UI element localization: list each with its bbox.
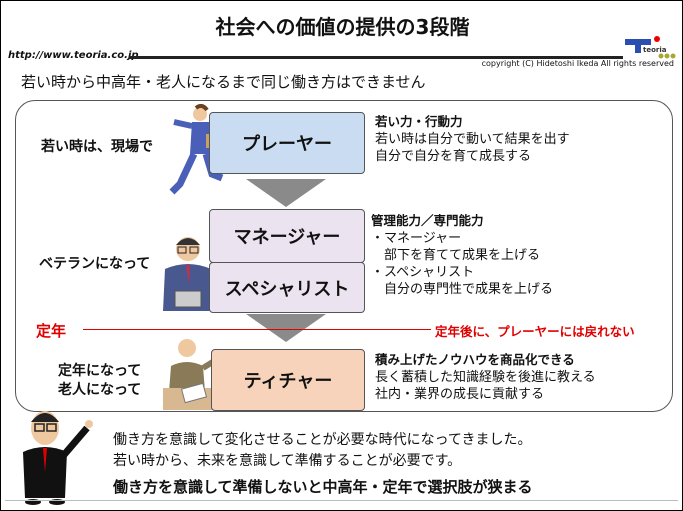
role-teacher-box: ティチャー xyxy=(211,349,365,411)
stage-retired-description: 積み上げたノウハウを商品化できる 長く蓄積した知識経験を後進に教える 社内・業界… xyxy=(375,351,596,403)
stages-frame xyxy=(15,100,673,412)
desc-line: 若い時は自分で動いて結果を出す xyxy=(375,132,570,147)
label-line: 老人になって xyxy=(58,382,142,398)
stage-young-description: 若い力・行動力 若い時は自分で動いて結果を出す 自分で自分を育て成長する xyxy=(375,113,570,165)
desc-line: ・スペシャリスト xyxy=(371,265,475,280)
footer-line: 働き方を意識して変化させることが必要な時代になってきました。 xyxy=(113,432,532,448)
label-line: 定年になって xyxy=(58,363,142,379)
footer-conclusion: 働き方を意識して準備しないと中高年・定年で選択肢が狭まる xyxy=(113,478,533,496)
desc-line: 社内・業界の成長に貢献する xyxy=(375,387,545,402)
retirement-note: 定年後に、プレーヤーには戻れない xyxy=(435,324,635,339)
site-url: http://www.teoria.co.jp xyxy=(8,50,139,61)
running-businessman-figure xyxy=(169,104,224,195)
stage-heading: 若い力・行動力 xyxy=(375,114,463,129)
desc-line: 自分で自分を育て成長する xyxy=(375,149,532,164)
retirement-line xyxy=(83,329,431,330)
teoria-logo: teoria xyxy=(625,36,676,59)
presenter-pointing-figure xyxy=(23,411,93,505)
stage-heading: 管理能力／専門能力 xyxy=(371,213,484,228)
stage-veteran-label: ベテランになって xyxy=(39,256,151,272)
footer-line: 若い時から、未来を意識して準備することが必要です。 xyxy=(113,453,462,469)
role-player-box: プレーヤー xyxy=(209,112,365,174)
down-arrow xyxy=(246,179,326,207)
desc-line: 自分の専門性で成果を上げる xyxy=(371,282,554,297)
desc-line: 部下を育てて成果を上げる xyxy=(371,248,541,263)
stage-retired-label: 定年になって 老人になって xyxy=(58,362,141,400)
svg-text:teoria: teoria xyxy=(643,46,667,54)
teacher-figure xyxy=(163,339,225,410)
down-arrow xyxy=(246,314,326,342)
stage-heading: 積み上げたノウハウを商品化できる xyxy=(375,352,575,367)
subtitle: 若い時から中高年・老人になるまで同じ働き方はできません xyxy=(21,73,426,91)
stage-veteran-description: 管理能力／専門能力 ・マネージャー 部下を育てて成果を上げる ・スペシャリスト … xyxy=(371,212,553,298)
header-divider xyxy=(129,56,623,59)
role-specialist-box: スペシャリスト xyxy=(209,262,365,313)
desc-line: 長く蓄積した知識経験を後進に教える xyxy=(375,370,596,385)
slide-title: 社会への価値の提供の3段階 xyxy=(215,15,470,39)
copyright: copyright (C) Hidetoshi Ikeda All rights… xyxy=(481,59,674,68)
footer-divider xyxy=(5,500,678,501)
desc-line: ・マネージャー xyxy=(371,231,462,246)
veteran-businessman-figure xyxy=(163,237,213,311)
role-manager-box: マネージャー xyxy=(209,209,365,263)
stage-young-label: 若い時は、現場で xyxy=(41,139,153,155)
retirement-label: 定年 xyxy=(36,322,67,340)
